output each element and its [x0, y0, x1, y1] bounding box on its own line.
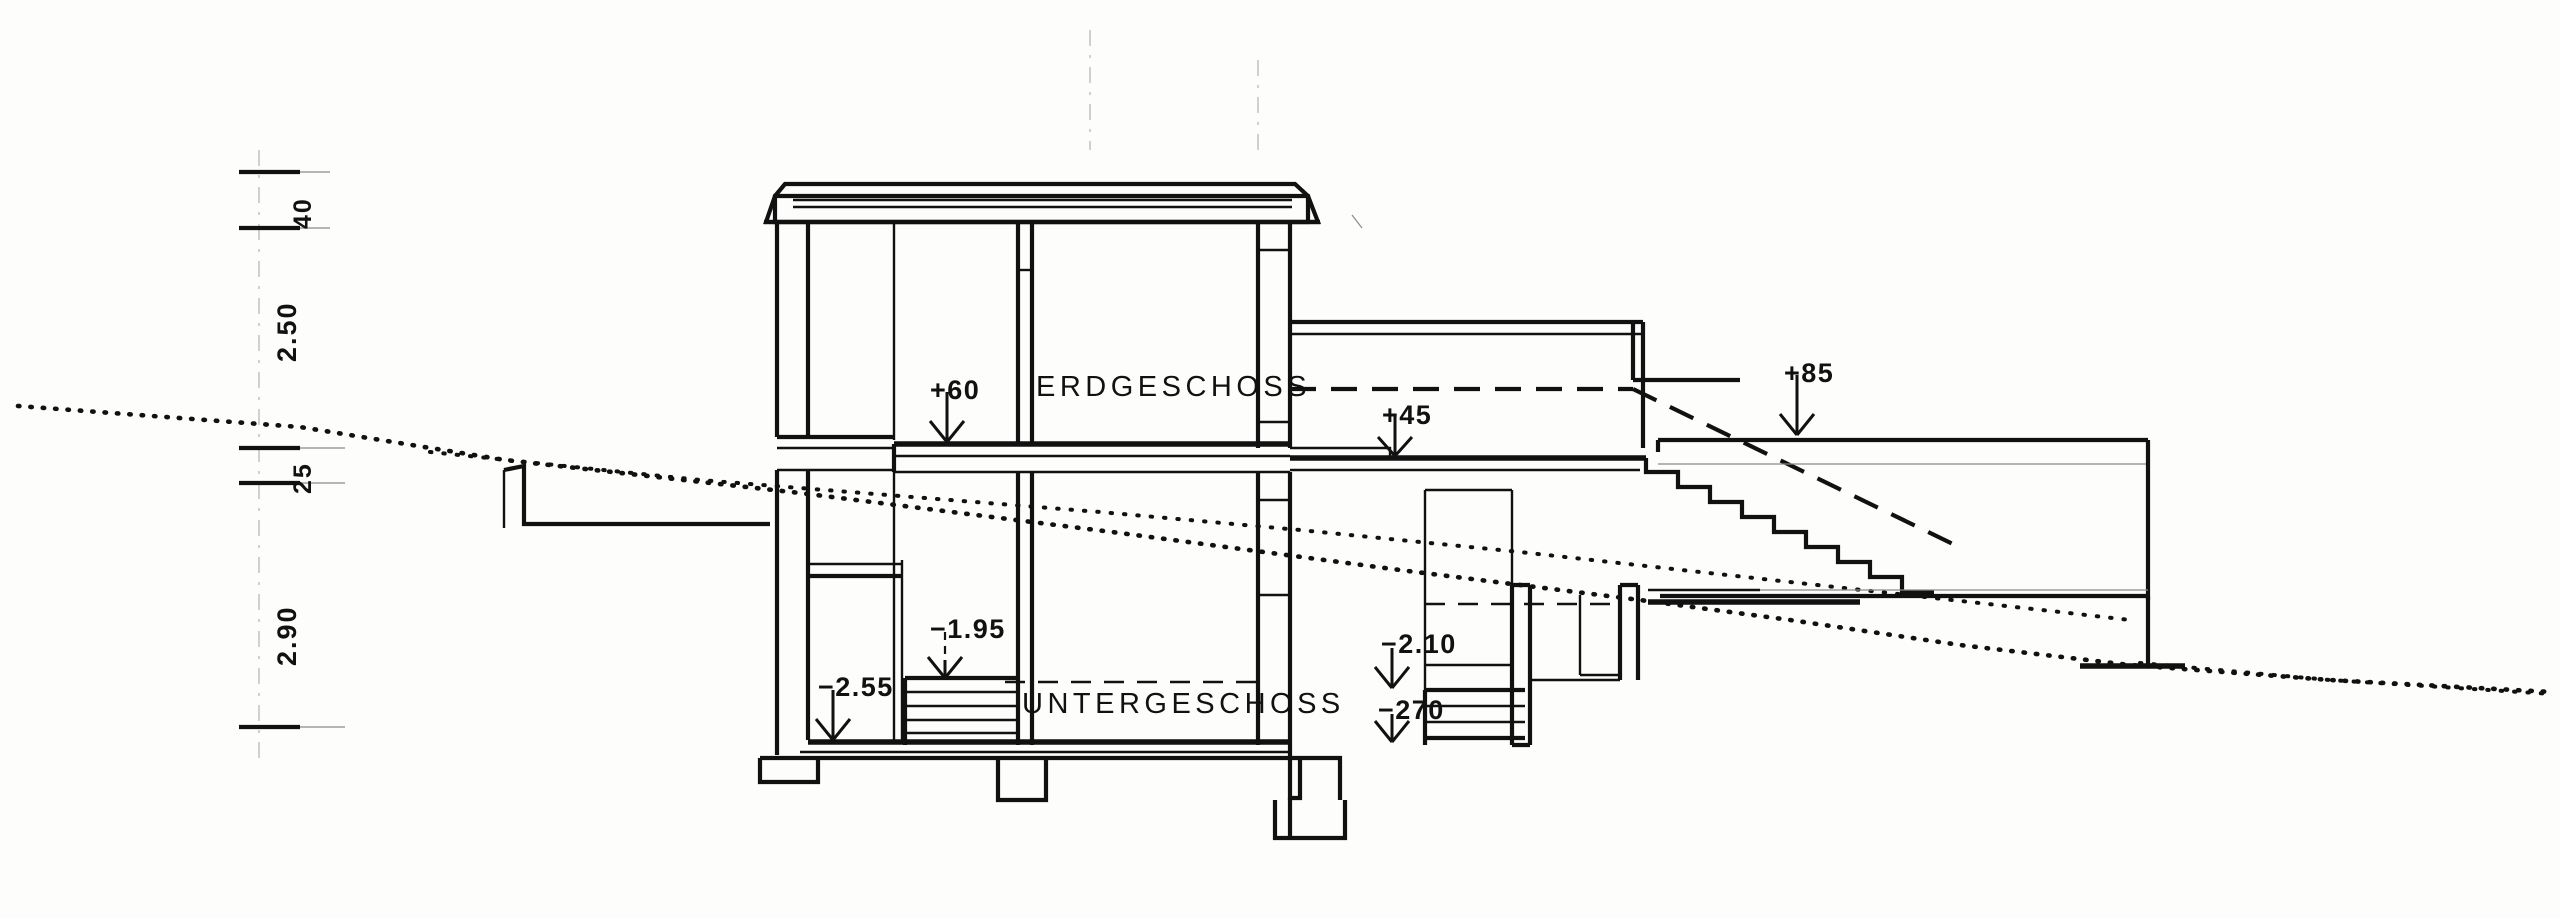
- annex-wall-below-terrace: [1578, 595, 1620, 677]
- exterior-stair: [1640, 455, 1934, 595]
- level-mark-plus-85: +85: [1784, 358, 1835, 388]
- annex-floor-slab: [1290, 446, 1646, 472]
- level-mark-minus-1-95: −1.95: [930, 614, 1006, 644]
- level-arrow-minus195: [926, 632, 964, 679]
- basement-partition-2: [1015, 472, 1035, 745]
- annex-pier-1: [1509, 582, 1533, 748]
- dimension-chain: [239, 150, 345, 760]
- annex-roof-slab: [1290, 319, 1740, 448]
- annex-dashed-ceiling: [1290, 386, 1956, 547]
- level-mark-minus-2-10: −2.10: [1381, 629, 1457, 659]
- floor-label-erdgeschoss: ERDGESCHOSS: [1036, 371, 1312, 403]
- lower-terrace-edge-line: [1648, 588, 1860, 605]
- level-arrow-minus255: [814, 690, 852, 741]
- basement-floor-slab: [800, 739, 1292, 754]
- level-mark-minus-2-55: −2.55: [818, 672, 894, 702]
- roof-slab: [763, 181, 1322, 225]
- exterior-wall-right-upper: [1255, 222, 1293, 448]
- dimension-label-2-50: 2.50: [272, 301, 302, 362]
- basement-wall-right: [1255, 472, 1293, 800]
- terrain-existing-grade: [15, 403, 2555, 695]
- level-arrow-plus45: [1376, 416, 1414, 458]
- basement-stair-left: [902, 675, 1018, 745]
- lower-terrace-slab: [1655, 437, 2151, 600]
- left-small-room: [808, 562, 902, 579]
- foundation-footing: [757, 755, 1348, 841]
- level-mark-plus-60: +60: [930, 375, 981, 405]
- basement-partition-1: [892, 472, 904, 740]
- basement-wall-left: [774, 470, 811, 755]
- faint-guide-lines: [1089, 30, 1363, 229]
- floor-label-untergeschoss: UNTERGESCHOSS: [1022, 688, 1345, 720]
- annex-pier-2: [1530, 582, 1641, 682]
- level-mark-plus-45: +45: [1382, 400, 1433, 430]
- terrain-new-grade: [428, 450, 2554, 696]
- level-arrow-minus270: [1373, 714, 1411, 743]
- basement-stair-right: [1422, 663, 1525, 745]
- level-arrow-plus60: [928, 392, 966, 443]
- ground-floor-slab: [891, 441, 1290, 474]
- level-arrow-minus210: [1373, 648, 1411, 689]
- left-floor-slab: [777, 434, 894, 472]
- level-arrow-plus85: [1778, 375, 1816, 436]
- dimension-label-2-90: 2.90: [272, 605, 302, 666]
- exterior-wall-left-upper: [774, 222, 811, 439]
- dimension-label-25: 25: [289, 462, 317, 494]
- interior-partition-gf-2: [1015, 222, 1035, 442]
- left-retaining-step: [502, 463, 770, 528]
- level-mark-minus-270: −270: [1378, 695, 1445, 725]
- dimension-label-40: 40: [289, 197, 317, 229]
